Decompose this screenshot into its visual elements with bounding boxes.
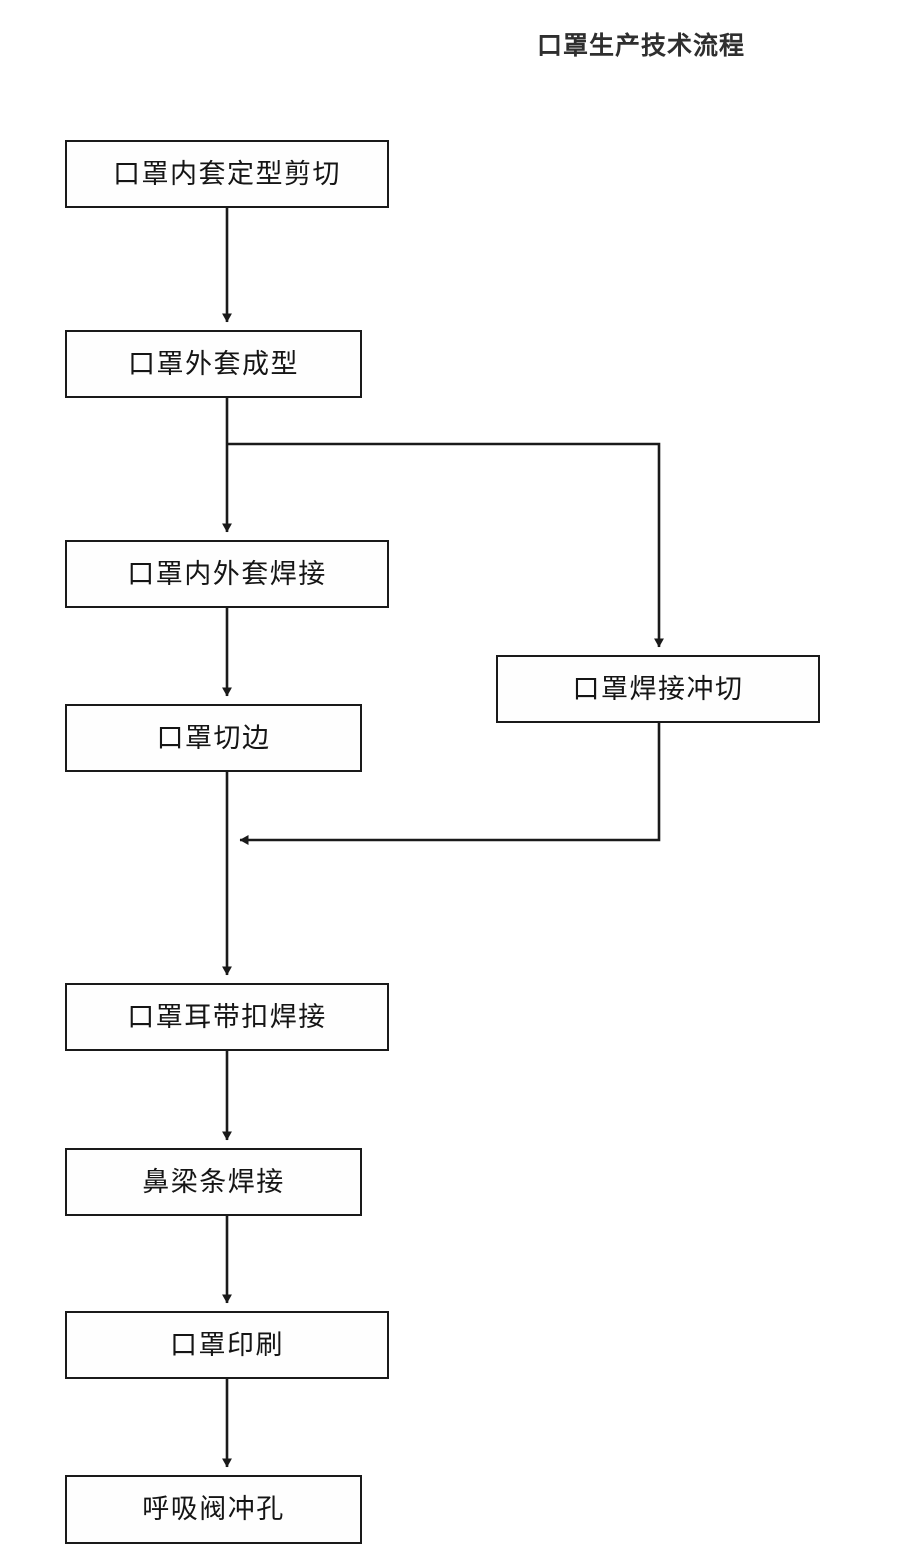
process-node-nose-bridge-welding[interactable]: 鼻梁条焊接 bbox=[65, 1148, 362, 1216]
process-node-inner-outer-welding[interactable]: 口罩内外套焊接 bbox=[65, 540, 389, 608]
process-node-weld-punch-cut[interactable]: 口罩焊接冲切 bbox=[496, 655, 820, 723]
process-node-valve-hole-punching[interactable]: 呼吸阀冲孔 bbox=[65, 1475, 362, 1544]
process-node-outer-shell-forming[interactable]: 口罩外套成型 bbox=[65, 330, 362, 398]
process-node-earloop-buckle-welding[interactable]: 口罩耳带扣焊接 bbox=[65, 983, 389, 1051]
process-node-mask-printing[interactable]: 口罩印刷 bbox=[65, 1311, 389, 1379]
process-node-inner-shell-cut[interactable]: 口罩内套定型剪切 bbox=[65, 140, 389, 208]
page-title: 口罩生产技术流程 bbox=[536, 31, 745, 60]
process-node-edge-trimming[interactable]: 口罩切边 bbox=[65, 704, 362, 772]
